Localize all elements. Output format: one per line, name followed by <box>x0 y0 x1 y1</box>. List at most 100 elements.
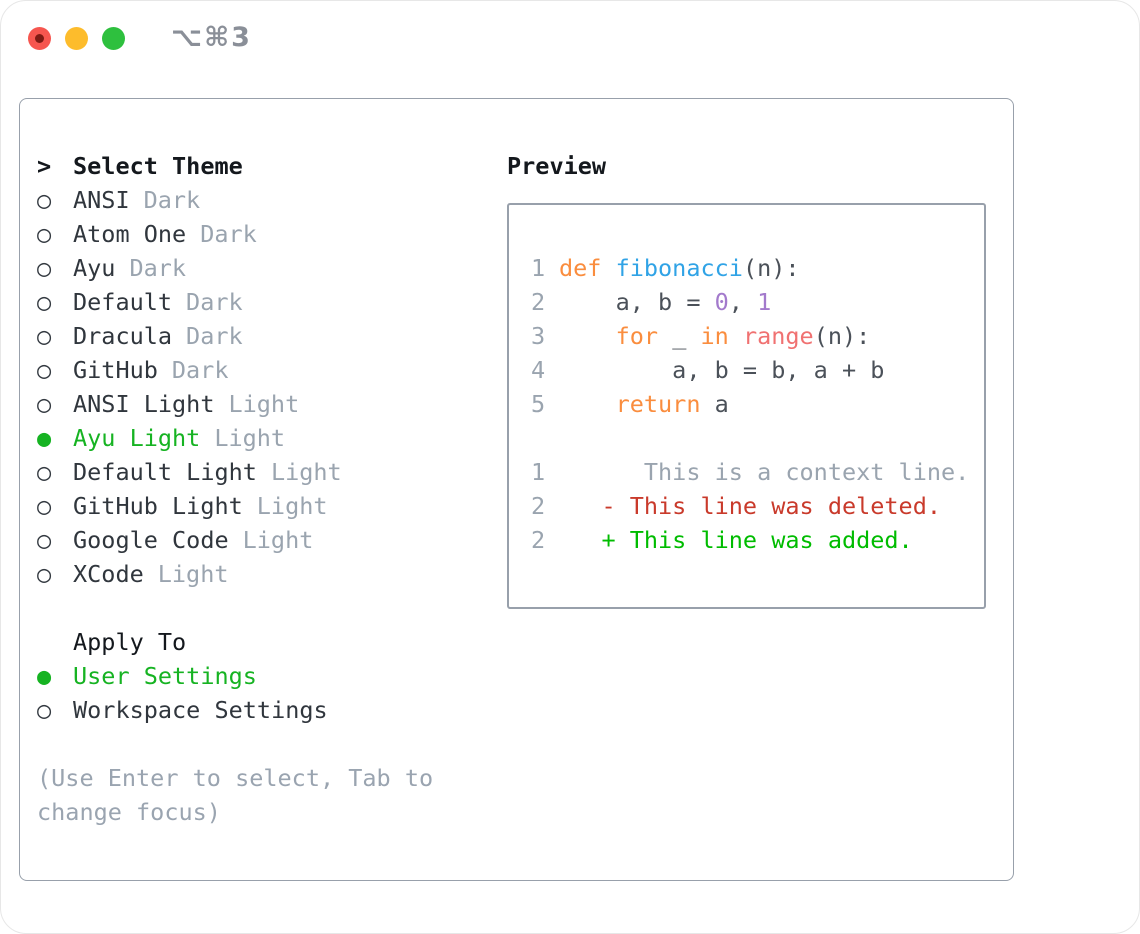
apply-option-user-settings[interactable]: ● User Settings <box>37 659 489 693</box>
radio-icon: ○ <box>37 526 52 554</box>
line-number: 2 <box>531 526 546 554</box>
line-number: 2 <box>531 288 546 316</box>
theme-option-ansi[interactable]: ○ ANSI Dark <box>37 183 489 217</box>
theme-name: Default <box>73 288 173 316</box>
preview-title: Preview <box>507 152 607 180</box>
code-line: 5 return a <box>531 387 984 421</box>
code-token: a, b = <box>559 288 715 316</box>
theme-name: XCode <box>73 560 144 588</box>
code-token: return <box>615 390 701 418</box>
theme-option-atom-one[interactable]: ○ Atom One Dark <box>37 217 489 251</box>
radio-icon: ○ <box>37 186 52 214</box>
theme-option-ansi-light[interactable]: ○ ANSI Light Light <box>37 387 489 421</box>
code-token: (n): <box>742 254 800 282</box>
line-number: 2 <box>531 492 546 520</box>
theme-variant-tag: Dark <box>186 288 243 316</box>
theme-list-title: Select Theme <box>73 152 243 180</box>
apply-option-workspace-settings[interactable]: ○Workspace Settings <box>37 693 489 727</box>
diff-text: + This line was added. <box>559 526 913 554</box>
code-token: fibonacci <box>615 254 743 282</box>
keyboard-hint: (Use Enter to select, Tab to change focu… <box>37 764 434 826</box>
traffic-lights <box>28 27 125 50</box>
theme-variant-tag: Dark <box>143 186 201 214</box>
code-token: a, b = b, a + b <box>559 356 885 384</box>
code-token: , <box>728 288 758 316</box>
code-token: for <box>615 322 659 350</box>
code-token: in <box>700 322 729 350</box>
theme-variant-tag: Dark <box>171 356 229 384</box>
theme-list-header: > Select Theme <box>37 149 489 183</box>
code-line: 3 for _ in range(n): <box>531 319 984 353</box>
theme-variant-tag: Dark <box>200 220 257 248</box>
code-token: range <box>742 322 814 350</box>
code-token <box>559 390 616 418</box>
apply-to-list: ● User Settings ○Workspace Settings <box>37 659 489 727</box>
apply-to-title: Apply To <box>73 628 187 656</box>
code-line: 4 a, b = b, a + b <box>531 353 984 387</box>
theme-variant-tag: Light <box>242 526 314 554</box>
theme-name: ANSI <box>73 186 130 214</box>
titlebar: ⌥⌘3 <box>1 1 1139 98</box>
window-title: ⌥⌘3 <box>171 22 252 53</box>
apply-option-label: Workspace Settings <box>73 696 328 724</box>
diff-line-context: 1 This is a context line. <box>531 455 984 489</box>
theme-variant-tag: Light <box>256 492 328 520</box>
theme-name: Google Code <box>73 526 229 554</box>
radio-icon: ○ <box>37 390 52 418</box>
theme-name: Ayu <box>73 254 116 282</box>
theme-option-github[interactable]: ○ GitHub Dark <box>37 353 489 387</box>
theme-variant-tag: Dark <box>186 322 243 350</box>
diff-line-added: 2 + This line was added. <box>531 523 984 557</box>
theme-name: ANSI Light <box>73 390 215 418</box>
zoom-button[interactable] <box>102 27 125 50</box>
code-token <box>559 322 616 350</box>
radio-icon: ○ <box>37 492 52 520</box>
theme-option-ayu[interactable]: ○ Ayu Dark <box>37 251 489 285</box>
line-number: 1 <box>531 458 546 486</box>
marker-spacer <box>37 625 73 659</box>
minimize-button[interactable] <box>65 27 88 50</box>
radio-icon: ○ <box>37 254 52 282</box>
code-token: def <box>559 254 616 282</box>
theme-name: Atom One <box>73 220 187 248</box>
theme-variant-tag: Light <box>214 424 286 452</box>
radio-icon: ○ <box>37 220 52 248</box>
radio-icon: ○ <box>37 356 52 384</box>
line-number: 5 <box>531 390 546 418</box>
theme-name: GitHub <box>73 356 158 384</box>
theme-option-ayu-light[interactable]: ● Ayu Light Light <box>37 421 489 455</box>
line-number: 3 <box>531 322 546 350</box>
spacer <box>531 421 984 455</box>
radio-selected-icon: ● <box>37 662 52 690</box>
theme-name: GitHub Light <box>73 492 243 520</box>
theme-option-google-code[interactable]: ○ Google Code Light <box>37 523 489 557</box>
close-button[interactable] <box>28 27 51 50</box>
theme-option-github-light[interactable]: ○ GitHub Light Light <box>37 489 489 523</box>
code-token <box>729 322 743 350</box>
code-line: 2 a, b = 0, 1 <box>531 285 984 319</box>
prompt-icon: > <box>37 152 52 180</box>
radio-selected-icon: ● <box>37 424 52 452</box>
code-token: (n): <box>813 322 871 350</box>
code-token: 1 <box>757 288 772 316</box>
diff-sample: 1 This is a context line.2 - This line w… <box>531 455 984 557</box>
theme-name: Ayu Light <box>73 424 201 452</box>
spacer <box>37 591 489 625</box>
radio-icon: ○ <box>37 458 52 486</box>
theme-variant-tag: Light <box>270 458 342 486</box>
code-token: 0 <box>714 288 729 316</box>
theme-variant-tag: Light <box>228 390 300 418</box>
line-number: 1 <box>531 254 546 282</box>
apply-option-label: User Settings <box>73 662 257 690</box>
theme-variant-tag: Dark <box>129 254 187 282</box>
diff-line-deleted: 2 - This line was deleted. <box>531 489 984 523</box>
apply-to-header: Apply To <box>37 625 489 659</box>
